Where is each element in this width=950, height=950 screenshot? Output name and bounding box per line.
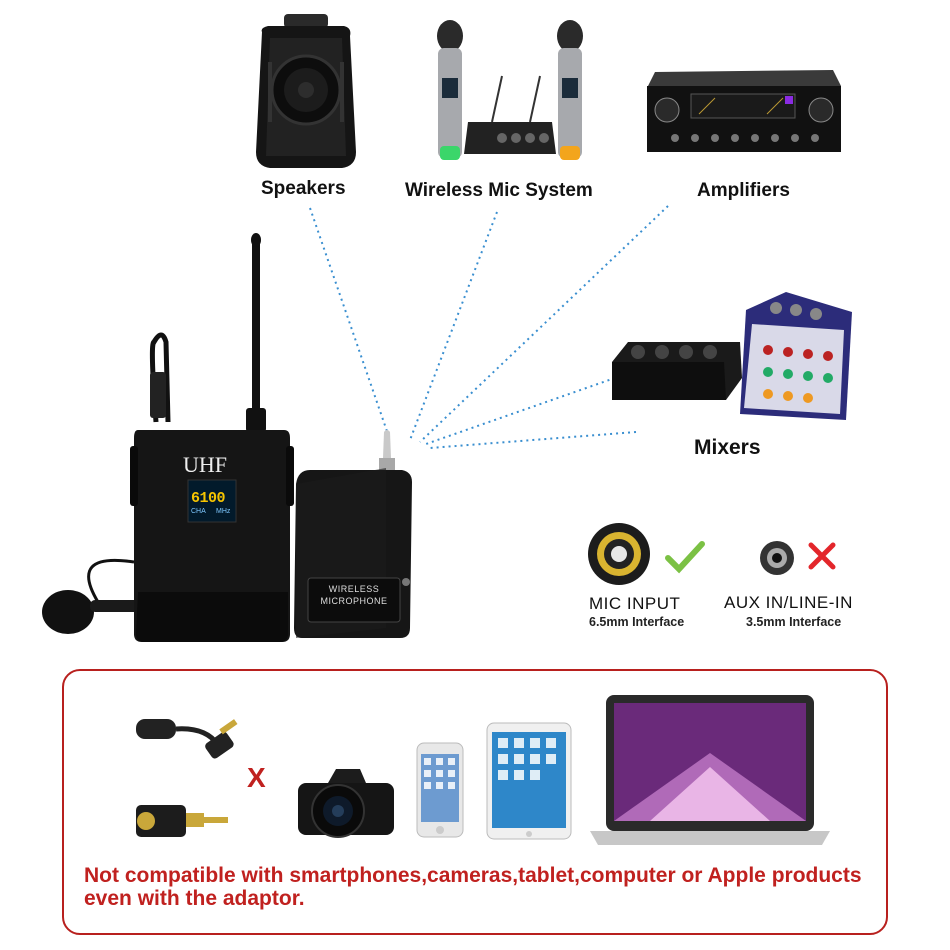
display-channel: 6100 <box>191 490 226 507</box>
mixers-image <box>606 290 866 430</box>
speaker-image <box>248 12 363 172</box>
amplifiers-label: Amplifiers <box>697 180 790 201</box>
uhf-brand: UHF <box>183 452 228 477</box>
camera-image <box>296 765 396 841</box>
jack-3-5mm-icon <box>758 539 796 577</box>
receiver-label-line1: WIRELESS <box>328 584 380 594</box>
plug-receiver <box>290 428 420 644</box>
smartphone-image <box>416 742 464 838</box>
cross-icon <box>806 540 838 572</box>
mixers-label: Mixers <box>694 436 761 459</box>
display-cha: CHA <box>191 508 206 515</box>
aux-title: AUX IN/LINE-IN <box>724 593 853 612</box>
x-mark: X <box>247 762 266 793</box>
receiver-label-line2: MICROPHONE <box>320 596 388 606</box>
adapter-cable-image <box>126 705 266 845</box>
display-mhz: MHz <box>216 508 231 515</box>
laptop-image <box>590 693 830 849</box>
incompatibility-warning: Not compatible with smartphones,cameras,… <box>84 864 862 910</box>
receiver-label: WIRELESS MICROPHONE <box>314 583 394 607</box>
aux-sub: 3.5mm Interface <box>746 615 842 629</box>
wireless-mic-system-label: Wireless Mic System <box>405 180 593 201</box>
bodypack-transmitter <box>38 232 308 652</box>
mic-input-title: MIC INPUT <box>589 594 681 613</box>
incompatibility-box <box>62 669 888 935</box>
amplifier-image <box>645 66 843 160</box>
speakers-label: Speakers <box>261 178 346 199</box>
mic-input-sub: 6.5mm Interface <box>589 615 685 629</box>
tablet-image <box>486 722 572 840</box>
checkmark-icon <box>665 540 705 574</box>
jack-6-5mm-icon <box>585 520 653 588</box>
wireless-mic-system-image <box>430 18 590 168</box>
